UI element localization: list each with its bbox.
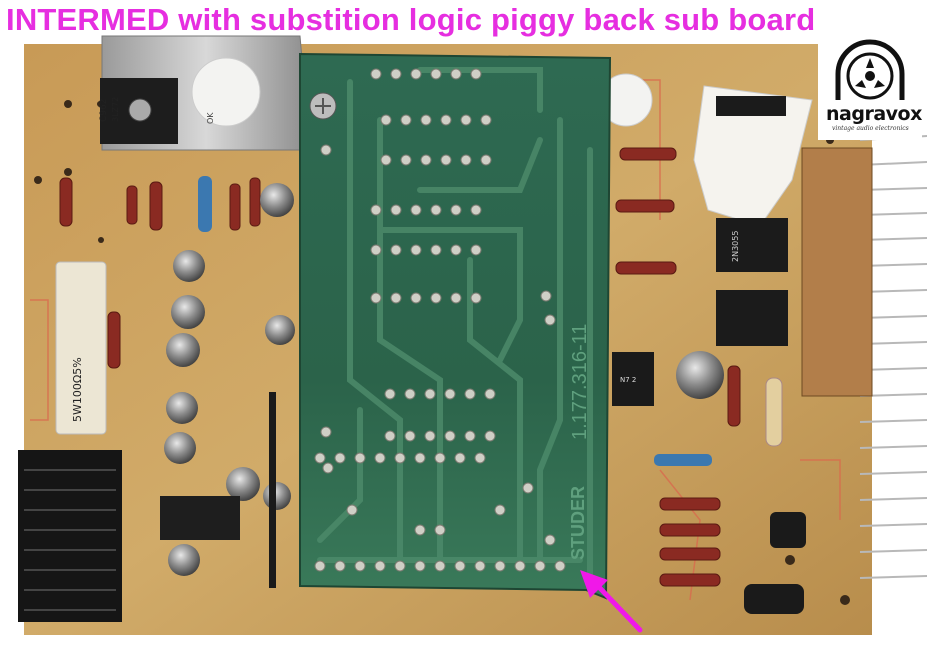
subboard-part-number: 1.177.316-11	[569, 324, 591, 440]
right-components	[612, 85, 873, 614]
heatsink-bracket	[100, 35, 653, 151]
nagravox-logo	[818, 38, 922, 140]
magenta-pointer-arrow	[580, 570, 643, 633]
subboard-brand: STUDER	[568, 486, 588, 560]
logo-tagline: vintage audio electronics	[832, 125, 909, 132]
transistor-marking: C962	[99, 99, 109, 122]
component-markings: 5W100Ω5% C962 3LZ72 OK N7 2 2N3055	[71, 97, 740, 422]
piggyback-sub-board: 1.177.316-11 STUDER	[299, 52, 612, 600]
logo-wordmark: nagravox	[826, 103, 922, 125]
left-components	[18, 176, 724, 622]
heatsink-marking: OK	[206, 112, 215, 124]
image-caption: INTERMED with substition logic piggy bac…	[6, 2, 816, 37]
power-resistor-label: 5W100Ω5%	[71, 357, 84, 422]
capacitor-marking: 3LZ72	[111, 97, 120, 122]
ic-marking: N7 2	[620, 376, 636, 384]
power-transistor-marking: 2N3055	[731, 231, 740, 262]
